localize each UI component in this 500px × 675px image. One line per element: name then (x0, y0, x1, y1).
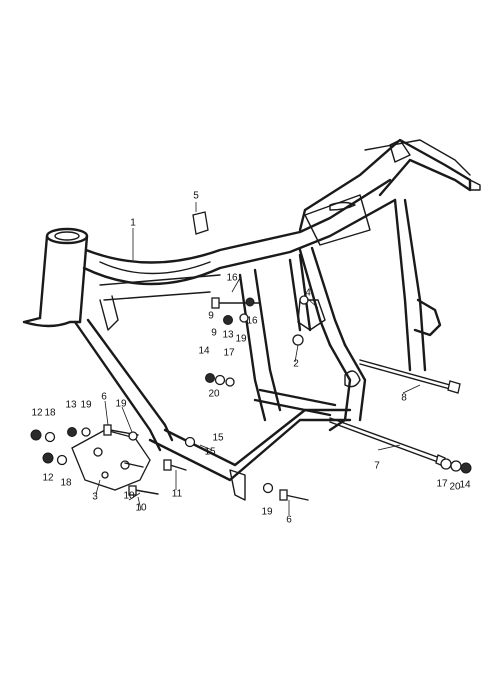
callout-14b: 14 (459, 480, 471, 491)
rear-seat-rail (298, 138, 472, 232)
callout-9b: 9 (211, 328, 217, 339)
through-bolt-lower (329, 417, 446, 467)
main-frame (22, 138, 481, 501)
steering-head-tube (22, 227, 89, 328)
callout-18a: 18 (44, 408, 56, 419)
callout-6b: 6 (286, 515, 292, 526)
callout-11: 11 (172, 489, 183, 500)
callout-15b: 15 (204, 447, 216, 458)
front-engine-hanger-plate (71, 429, 151, 491)
callout-12b: 12 (42, 473, 54, 484)
callout-16b: 16 (246, 316, 258, 327)
leader-lines (95, 202, 421, 515)
callout-12a: 12 (31, 408, 43, 419)
rubber-bumper (192, 211, 209, 235)
callout-17a: 17 (223, 348, 235, 359)
callout-2: 2 (293, 359, 299, 370)
callout-1: 1 (130, 218, 136, 229)
callout-6a: 6 (101, 392, 107, 403)
callout-13b: 13 (222, 330, 234, 341)
nuts-and-washers (30, 295, 472, 494)
callout-9a: 9 (208, 311, 214, 322)
callout-3: 3 (92, 492, 98, 503)
callout-14a: 14 (198, 346, 210, 357)
callout-19c: 19 (235, 334, 247, 345)
callout-16a: 16 (226, 273, 238, 284)
callout-numbers: 1 2 3 4 5 6 6 7 8 9 9 10 10 11 12 12 13 … (31, 191, 471, 526)
through-bolt-upper (359, 359, 461, 394)
callout-17b: 17 (436, 479, 448, 490)
callout-10b: 10 (135, 503, 147, 514)
rear-fender-bracket (413, 298, 442, 337)
callout-18b: 18 (60, 478, 72, 489)
callout-19b: 19 (115, 399, 127, 410)
callout-8: 8 (401, 393, 407, 404)
callout-20b: 20 (449, 482, 461, 493)
callout-19d: 19 (261, 507, 273, 518)
callout-19a: 19 (80, 400, 92, 411)
callout-13a: 13 (65, 400, 77, 411)
callout-20a: 20 (208, 389, 220, 400)
callout-5: 5 (193, 191, 199, 202)
top-backbone-tube (82, 178, 397, 286)
callout-7: 7 (374, 461, 380, 472)
callout-4: 4 (305, 288, 311, 299)
callout-15a: 15 (212, 433, 224, 444)
lower-cradle-rails (148, 408, 352, 482)
callout-10a: 10 (123, 491, 135, 502)
